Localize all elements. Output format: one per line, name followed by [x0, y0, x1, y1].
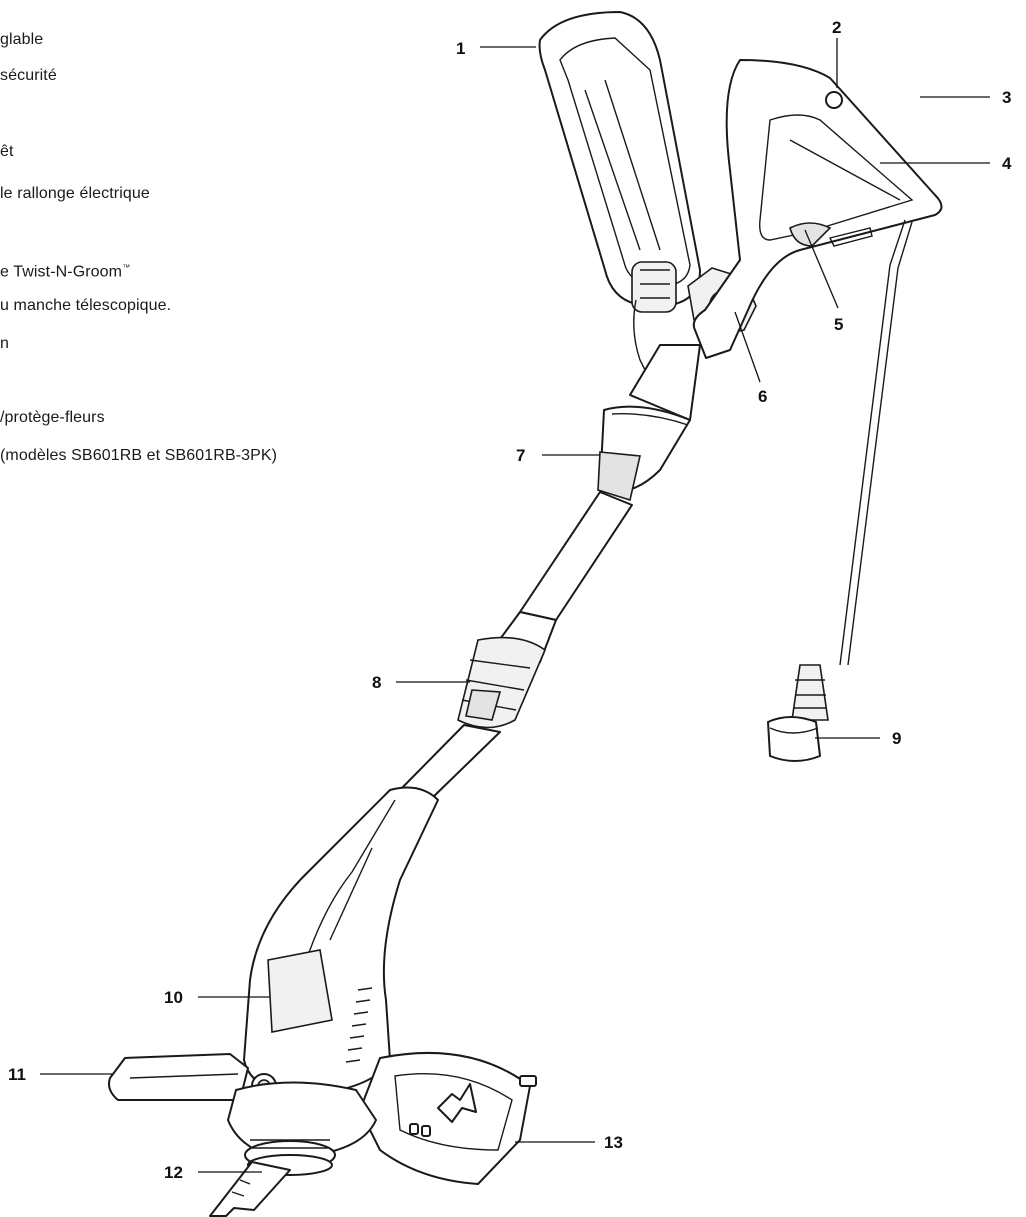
leader-6	[734, 311, 761, 383]
legend-item-2: sécurité	[0, 67, 57, 84]
trademark-symbol: ™	[122, 263, 131, 272]
callout-10: 10	[164, 988, 183, 1007]
callout-7: 7	[516, 446, 525, 465]
motor-housing	[243, 786, 439, 1093]
cutting-line	[209, 1161, 291, 1217]
legend-item-7: e Twist-N-Groom™	[0, 263, 131, 281]
legend-item-4: êt	[0, 143, 14, 160]
callout-11: 11	[8, 1065, 26, 1084]
main-handle	[692, 59, 943, 359]
auxiliary-handle	[538, 11, 701, 313]
trimmer-guard	[359, 1051, 537, 1185]
legend-item-12: (modèles SB601RB et SB601RB-3PK)	[0, 447, 278, 464]
power-cord	[839, 219, 906, 666]
callout-8: 8	[372, 673, 381, 692]
callout-5: 5	[834, 315, 843, 334]
legend-item-5: le rallonge électrique	[0, 185, 150, 202]
legend-item-9: n	[0, 335, 9, 352]
callout-4: 4	[1002, 154, 1012, 173]
telescopic-lock	[457, 636, 546, 729]
callout-3: 3	[1002, 88, 1011, 107]
callout-9: 9	[892, 729, 901, 748]
legend-item-1: glable	[0, 31, 44, 48]
telescopic-shaft	[491, 491, 633, 663]
callout-1: 1	[456, 39, 465, 58]
upper-tube-collar	[597, 344, 701, 502]
leader-5	[804, 229, 839, 309]
callout-12: 12	[164, 1163, 183, 1182]
legend-item-8: u manche télescopique.	[0, 297, 172, 314]
spool-head	[227, 1081, 377, 1176]
callout-6: 6	[758, 387, 767, 406]
callout-2: 2	[832, 18, 841, 37]
cord-retainer-plug	[767, 664, 829, 762]
callout-13: 13	[604, 1133, 623, 1152]
legend-item-11: /protège-fleurs	[0, 409, 105, 426]
